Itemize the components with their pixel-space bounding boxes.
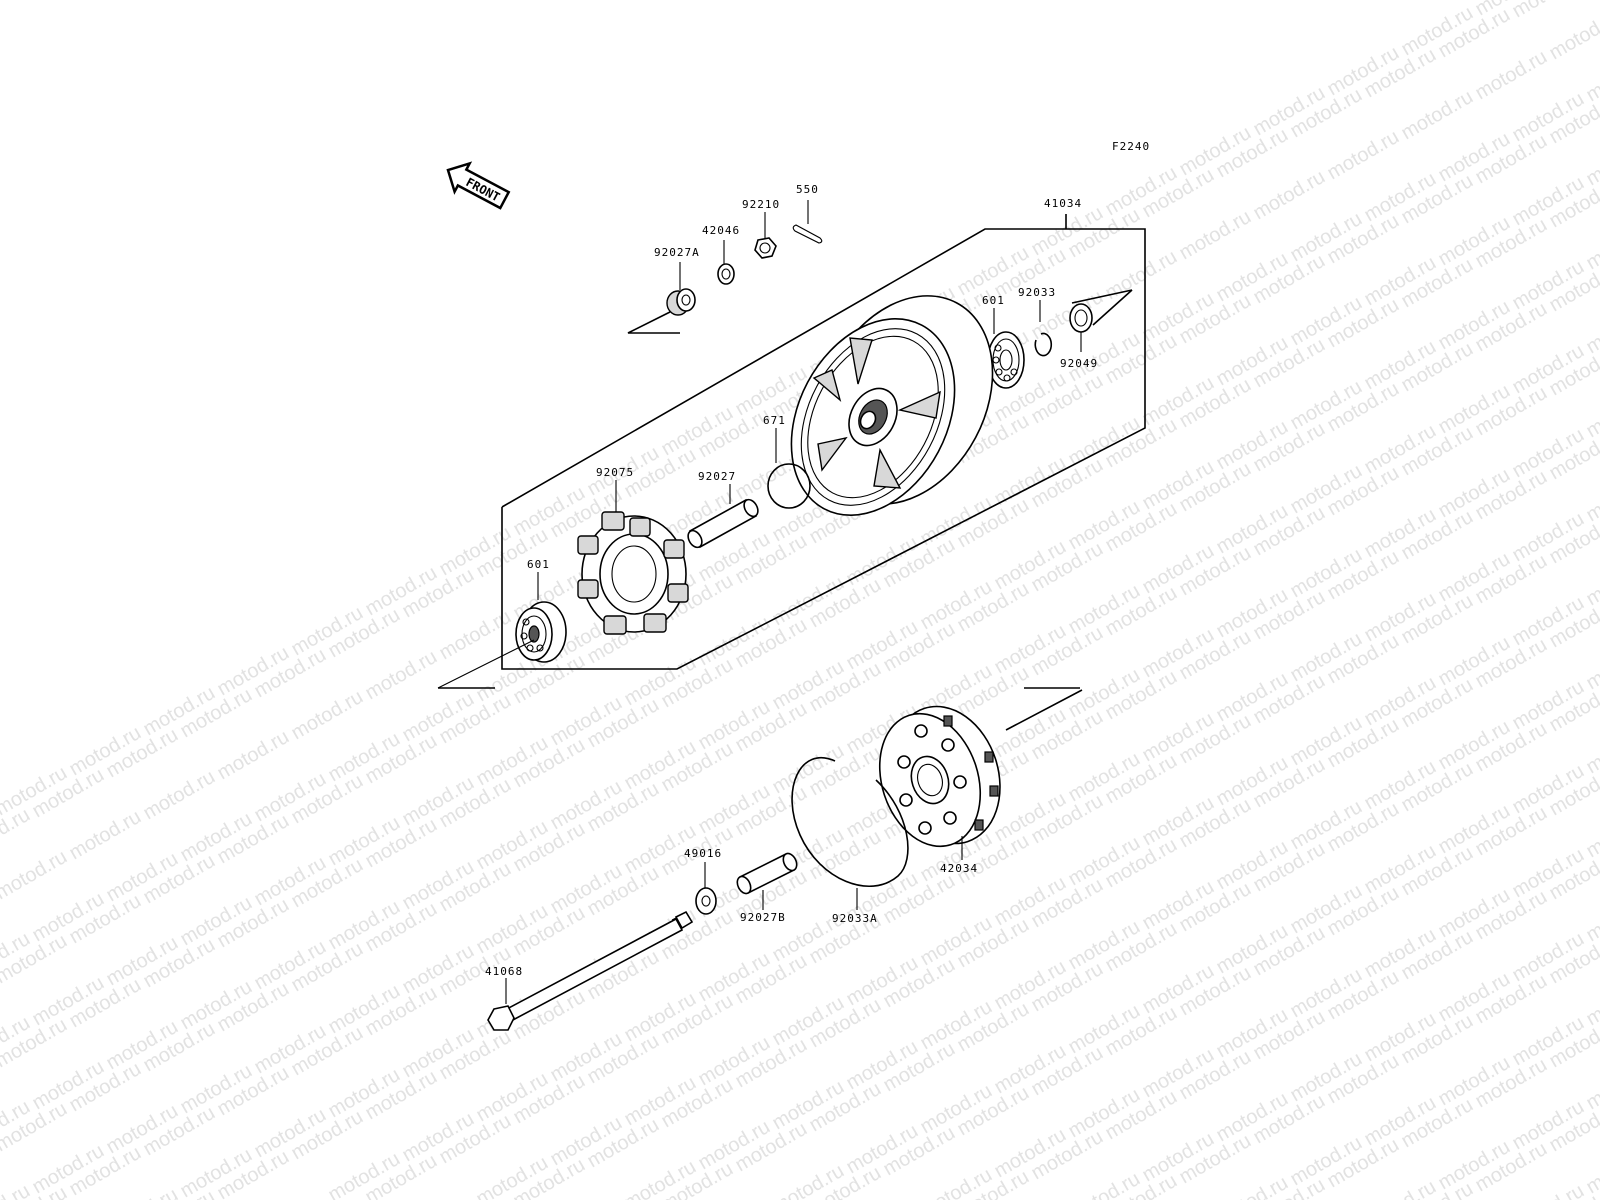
rear-wheel-rim — [790, 295, 994, 516]
cotter-pin-550 — [792, 200, 823, 244]
front-arrow-icon: FRONT — [446, 161, 511, 210]
collar-92027A — [627, 262, 696, 334]
washer-42046 — [717, 240, 735, 285]
bearing-601-right — [987, 308, 1025, 389]
part-label-92027B: 92027B — [740, 911, 786, 924]
bearing-601-left — [437, 572, 567, 689]
collar-92027B — [736, 852, 798, 910]
part-label-49016: 49016 — [684, 847, 722, 860]
part-label-601-top: 601 — [982, 294, 1005, 307]
part-label-92033: 92033 — [1018, 286, 1056, 299]
sprocket-coupling-42034 — [878, 687, 1083, 860]
part-label-92210: 92210 — [742, 198, 780, 211]
part-label-92049: 92049 — [1060, 357, 1098, 370]
part-label-601-left: 601 — [527, 558, 550, 571]
part-label-671: 671 — [763, 414, 786, 427]
collar-92027 — [687, 484, 759, 549]
part-label-92027A: 92027A — [654, 246, 700, 259]
wheel-assembly-frame — [438, 214, 1146, 689]
part-label-550: 550 — [796, 183, 819, 196]
part-label-92075: 92075 — [596, 466, 634, 479]
circlip-92033A — [791, 757, 909, 910]
part-label-92033A: 92033A — [832, 912, 878, 925]
wheel-damper-92075 — [577, 480, 689, 635]
part-label-42034: 42034 — [940, 862, 978, 875]
part-label-42046: 42046 — [702, 224, 740, 237]
axle-41068 — [487, 910, 694, 1031]
part-label-92027: 92027 — [698, 470, 736, 483]
castle-nut-92210 — [754, 212, 777, 259]
part-label-41068: 41068 — [485, 965, 523, 978]
part-label-41034: 41034 — [1044, 197, 1082, 210]
figure-code: F2240 — [1112, 140, 1150, 153]
washer-49016 — [695, 862, 717, 915]
circlip-92033 — [1034, 300, 1053, 357]
o-ring-671 — [767, 428, 811, 509]
oil-seal-92049 — [1069, 289, 1133, 352]
